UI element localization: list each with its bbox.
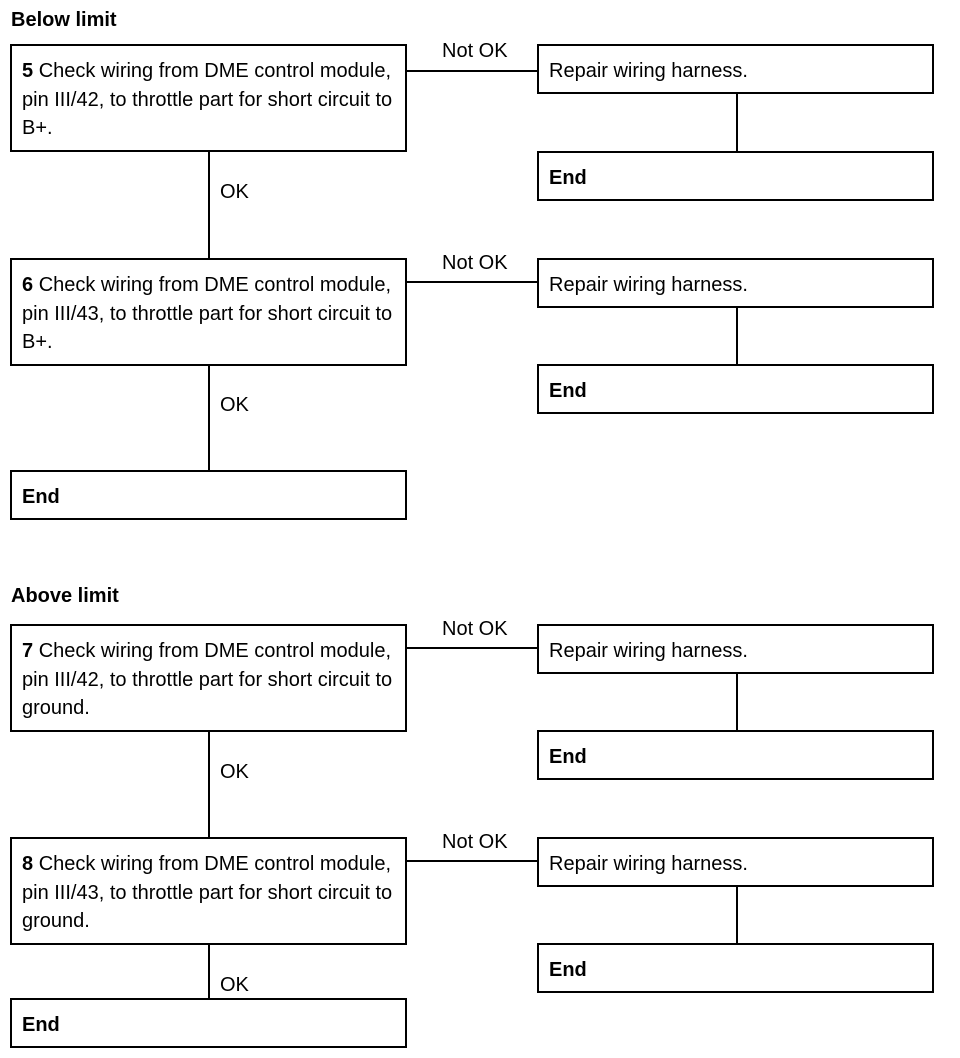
end-label: End	[549, 167, 587, 189]
repair-end-box-7: End	[537, 730, 934, 780]
check-step-7: 7 Check wiring from DME control module, …	[10, 624, 407, 732]
step-text: Check wiring from DME control module, pi…	[22, 853, 393, 932]
connector-ok-8	[208, 945, 210, 999]
end-label: End	[549, 746, 587, 768]
step-number: 7	[22, 640, 34, 662]
end-label: End	[22, 486, 60, 508]
final-end-box-above-limit: End	[10, 998, 407, 1048]
connector-not-ok-8	[407, 860, 537, 862]
section-title-above-limit: Above limit	[11, 585, 119, 607]
not-ok-label-6: Not OK	[442, 252, 508, 274]
not-ok-label-8: Not OK	[442, 831, 508, 853]
end-label: End	[549, 959, 587, 981]
check-step-5: 5 Check wiring from DME control module, …	[10, 44, 407, 152]
not-ok-label-5: Not OK	[442, 40, 508, 62]
not-ok-label-7: Not OK	[442, 618, 508, 640]
step-number: 5	[22, 60, 34, 82]
connector-repair-end-5	[736, 94, 738, 152]
repair-box-7: Repair wiring harness.	[537, 624, 934, 674]
end-label: End	[549, 380, 587, 402]
connector-ok-5	[208, 152, 210, 259]
repair-end-box-5: End	[537, 151, 934, 201]
connector-repair-end-7	[736, 674, 738, 731]
step-number: 6	[22, 274, 34, 296]
step-text: Check wiring from DME control module, pi…	[22, 60, 393, 139]
connector-ok-7	[208, 732, 210, 838]
repair-box-8: Repair wiring harness.	[537, 837, 934, 887]
ok-label-6: OK	[220, 394, 249, 416]
repair-box-5: Repair wiring harness.	[537, 44, 934, 94]
connector-repair-end-6	[736, 308, 738, 365]
connector-repair-end-8	[736, 887, 738, 944]
connector-not-ok-5	[407, 70, 537, 72]
step-text: Check wiring from DME control module, pi…	[22, 640, 393, 719]
repair-box-6: Repair wiring harness.	[537, 258, 934, 308]
repair-end-box-8: End	[537, 943, 934, 993]
step-text: Check wiring from DME control module, pi…	[22, 274, 393, 353]
connector-not-ok-7	[407, 647, 537, 649]
check-step-8: 8 Check wiring from DME control module, …	[10, 837, 407, 945]
ok-label-5: OK	[220, 181, 249, 203]
end-label: End	[22, 1014, 60, 1036]
ok-label-7: OK	[220, 761, 249, 783]
ok-label-8: OK	[220, 974, 249, 996]
step-number: 8	[22, 853, 34, 875]
section-title-below-limit: Below limit	[11, 9, 117, 31]
final-end-box-below-limit: End	[10, 470, 407, 520]
connector-not-ok-6	[407, 281, 537, 283]
connector-ok-6	[208, 365, 210, 471]
repair-end-box-6: End	[537, 364, 934, 414]
check-step-6: 6 Check wiring from DME control module, …	[10, 258, 407, 366]
